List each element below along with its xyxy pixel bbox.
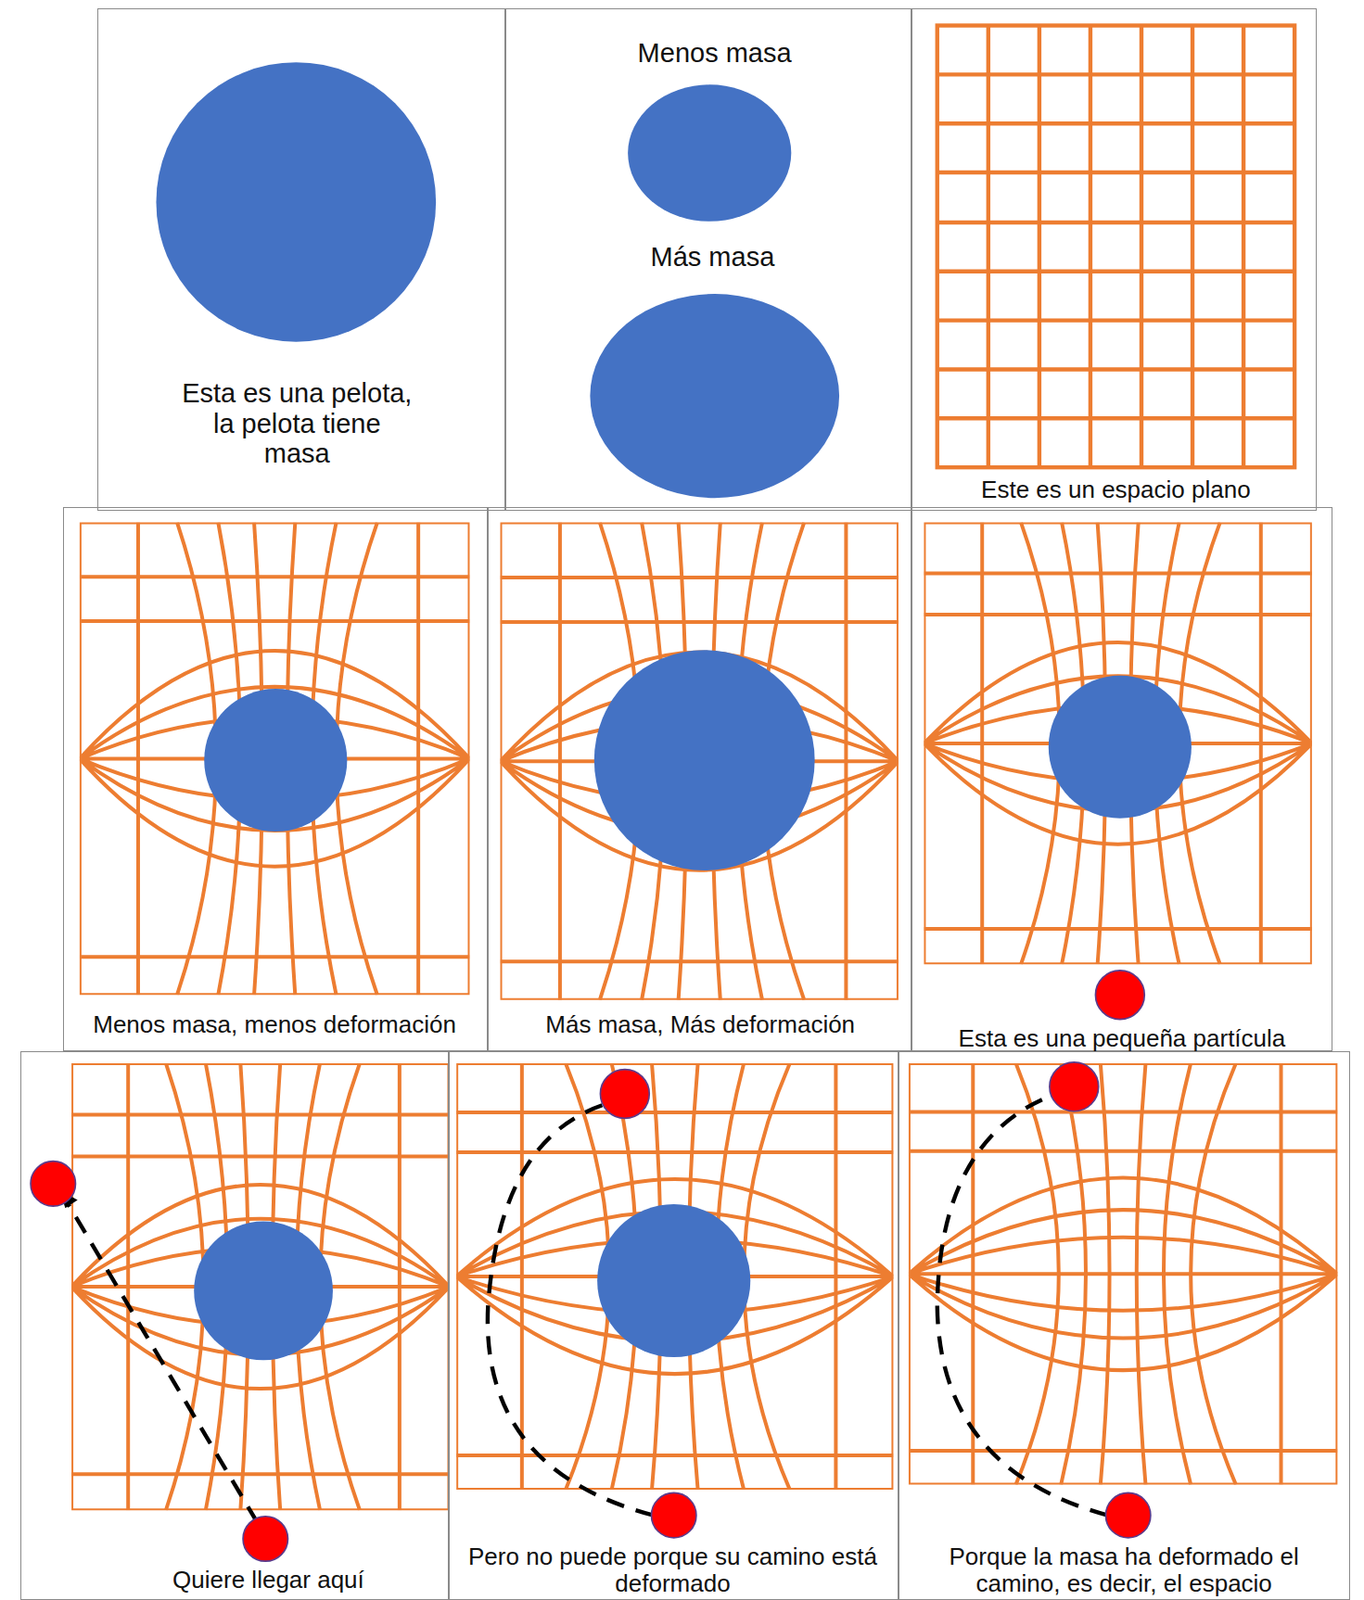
warped-grid	[500, 522, 899, 1001]
warped-grid	[456, 1063, 893, 1491]
particle	[1105, 1492, 1150, 1538]
warped-grid	[923, 522, 1312, 966]
dashed-path	[487, 1102, 654, 1517]
ball	[155, 62, 436, 343]
panel: Este es un espacio plano	[911, 8, 1317, 511]
particle	[650, 1492, 696, 1538]
panel: Esta es una pequeña partícula	[911, 507, 1333, 1052]
panel: Menos masaMás masa	[505, 8, 912, 511]
warped-grid	[908, 1063, 1338, 1486]
ball	[203, 688, 347, 832]
particle	[242, 1516, 288, 1562]
ball	[594, 650, 816, 871]
particle	[1049, 1062, 1099, 1112]
dashed-path	[63, 1196, 257, 1523]
panel: Más masa, Más deformación	[487, 507, 912, 1052]
ball	[193, 1222, 333, 1362]
ball	[1048, 675, 1192, 819]
warped-grid	[79, 522, 471, 996]
panel: Esta es una pelota, la pelota tiene masa	[97, 8, 506, 511]
particle	[599, 1070, 650, 1120]
dashed-path	[937, 1092, 1109, 1517]
panel: Menos masa, menos deformación	[63, 507, 488, 1052]
flat-grid	[937, 25, 1295, 469]
panel: Pero no puede porque su camino está defo…	[448, 1051, 898, 1600]
particle	[30, 1161, 76, 1207]
ball	[597, 1204, 751, 1358]
particle	[1095, 970, 1145, 1020]
caption: Esta es una pequeña partícula	[916, 1025, 1329, 1053]
caption: Menos masa	[560, 38, 867, 68]
caption: Más masa, Más deformación	[492, 1011, 908, 1039]
caption: Menos masa, menos deformación	[65, 1011, 483, 1039]
ball-small	[627, 84, 791, 222]
caption: Esta es una pelota, la pelota tiene masa	[179, 378, 415, 469]
panel: Quiere llegar aquí	[20, 1051, 449, 1600]
ball-large	[589, 293, 840, 498]
warped-grid	[71, 1063, 449, 1511]
caption: Más masa	[559, 242, 866, 272]
caption: Quiere llegar aquí	[114, 1567, 421, 1594]
panel: Porque la masa ha deformado el camino, e…	[898, 1051, 1351, 1600]
caption: Este es un espacio plano	[921, 476, 1310, 504]
caption: Porque la masa ha deformado el camino, e…	[909, 1543, 1339, 1598]
caption: Pero no puede porque su camino está defo…	[458, 1543, 887, 1598]
